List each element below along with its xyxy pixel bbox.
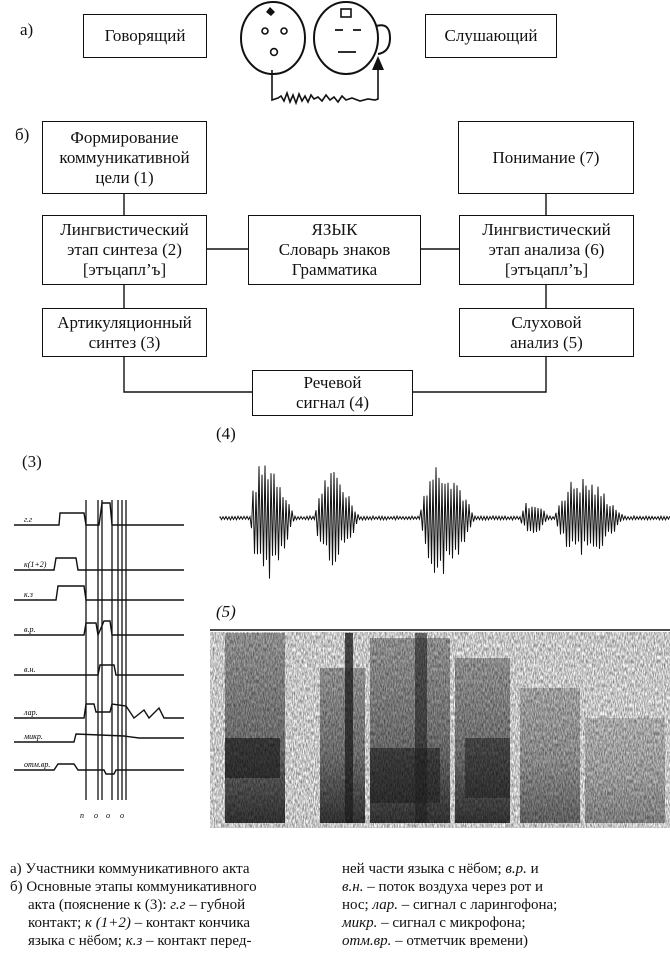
trace-line — [14, 664, 184, 676]
analysis-line-1: Лингвистический — [482, 220, 611, 239]
speech-signal-line-1: Речевой — [303, 373, 362, 392]
trace-line — [14, 557, 184, 571]
time-mark: п — [80, 811, 84, 820]
auditory-line-1: Слуховой — [511, 312, 582, 332]
language-box: ЯЗЫК Словарь знаков Грамматика — [248, 215, 421, 285]
listener-label: Слушающий — [444, 26, 538, 45]
speech-signal-box: Речевой сигнал (4) — [252, 370, 413, 416]
trace-label: г.г — [24, 515, 32, 524]
goal-formation-box: Формирование коммуникативной цели (1) — [42, 121, 207, 194]
arrow-up-icon — [372, 56, 384, 70]
spectrogram-panel-label: (5) — [216, 602, 236, 621]
diagram-connectors — [123, 194, 547, 393]
caption-b-line-2: акта (пояснение к (3): г.г – губной — [28, 897, 246, 913]
articulatory-line-2: синтез (3) — [88, 332, 161, 352]
caption-a: а) Участники коммуникативного акта — [10, 861, 250, 877]
auditory-analysis-box: Слуховой анализ (5) — [459, 308, 634, 357]
speech-signal-line-2: сигнал (4) — [296, 393, 369, 412]
auditory-line-2: анализ (5) — [510, 332, 583, 352]
time-mark: о — [120, 811, 124, 820]
trace-label: отм.вр. — [24, 760, 50, 769]
understanding-box: Понимание (7) — [458, 121, 634, 194]
analysis-line-2: этап анализа (6) — [488, 240, 605, 259]
trace-label: к(1+2) — [24, 560, 47, 569]
caption-b-line-3: контакт; к (1+2) – контакт кончика — [28, 915, 251, 931]
articulation-panel-label: (3) — [22, 452, 42, 471]
waveform-trace — [219, 465, 670, 579]
caption-right-line-3: нос; лар. – сигнал с ларингофона; — [342, 897, 558, 913]
caption-right: ней части языка с нёбом; в.р. и в.н. – п… — [342, 860, 662, 950]
trace-label: в.р. — [24, 625, 35, 634]
listener-face-icon — [313, 1, 392, 75]
understanding-label: Понимание (7) — [492, 147, 600, 167]
waveform-panel-label: (4) — [216, 424, 236, 443]
trace-line — [14, 763, 184, 775]
language-title: ЯЗЫК — [311, 220, 358, 239]
synthesis-line-2: этап синтеза (2) — [67, 240, 182, 259]
trace-label: в.н. — [24, 665, 35, 674]
goal-formation-line-1: Формирование — [70, 127, 179, 147]
speaker-label: Говорящий — [104, 26, 186, 45]
synthesis-transcription: [этъцапл’ъ] — [82, 260, 167, 279]
analysis-transcription: [этъцапл’ъ] — [504, 260, 589, 279]
synthesis-stage-box: Лингвистический этап синтеза (2) [этъцап… — [42, 215, 207, 285]
section-a-marker: а) — [20, 20, 34, 39]
caption-left: а) Участники коммуникативного акта б) Ос… — [10, 860, 310, 950]
speech-waveform — [219, 465, 670, 579]
trace-label: микр. — [23, 732, 43, 741]
trace-line — [14, 585, 184, 601]
speaker-face-icon — [240, 1, 306, 75]
participants-drawing — [240, 1, 392, 106]
trace-line — [14, 620, 184, 638]
caption-right-line-2: в.н. – поток воздуха через рот и — [342, 879, 544, 895]
synthesis-line-1: Лингвистический — [60, 220, 189, 239]
language-grammar: Грамматика — [291, 260, 378, 279]
spectrogram — [210, 628, 670, 828]
caption-right-line-4: микр. – сигнал с микрофона; — [342, 915, 526, 931]
articulatory-line-1: Артикуляционный — [57, 312, 192, 332]
trace-line — [14, 703, 184, 720]
speech-signal-line — [271, 66, 379, 106]
trace-label: к.з — [24, 590, 33, 599]
time-mark: о — [106, 811, 110, 820]
caption-b-line-4: языка с нёбом; к.з – контакт перед- — [28, 933, 252, 949]
language-dictionary: Словарь знаков — [278, 240, 391, 259]
caption-b-line-1: б) Основные этапы коммуникативного — [10, 879, 257, 895]
section-b-marker: б) — [15, 125, 30, 144]
time-mark: о — [94, 811, 98, 820]
analysis-stage-box: Лингвистический этап анализа (6) [этъцап… — [459, 215, 634, 285]
trace-line — [14, 733, 184, 743]
listener-box: Слушающий — [425, 14, 557, 58]
goal-formation-line-2: коммуникативной — [59, 147, 190, 167]
goal-formation-line-3: цели (1) — [95, 167, 154, 187]
speaker-box: Говорящий — [83, 14, 207, 58]
articulatory-synthesis-box: Артикуляционный синтез (3) — [42, 308, 207, 357]
trace-line — [14, 502, 184, 526]
caption-right-line-5: отм.вр. – отметчик времени) — [342, 933, 529, 949]
caption-right-line-1: ней части языка с нёбом; в.р. и — [342, 861, 539, 877]
trace-label: лар. — [23, 708, 38, 717]
